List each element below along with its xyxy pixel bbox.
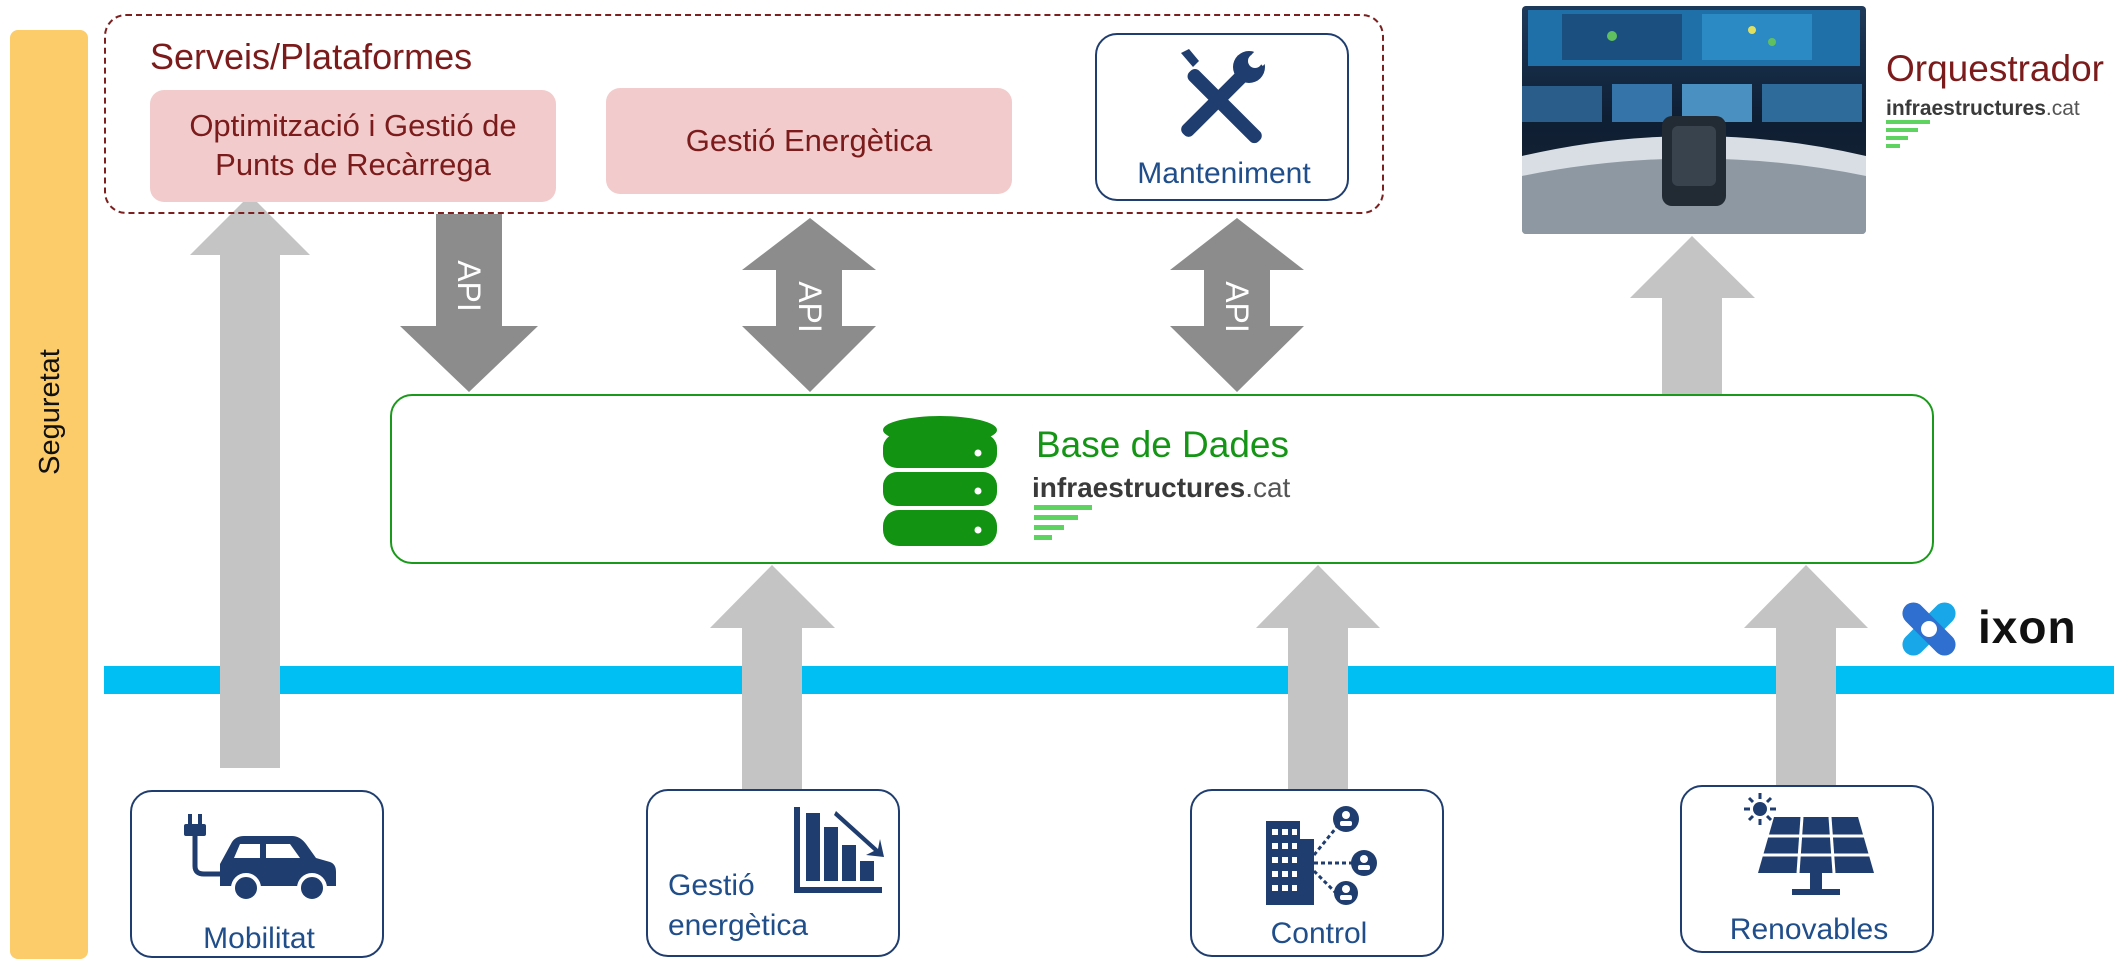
renewables-label: Renovables [1729, 913, 1889, 946]
orchestrator-brand: infraestructures.cat [1886, 97, 2080, 121]
maintenance-service[interactable]: Manteniment [1095, 33, 1349, 201]
energy-source-label-line2: energètica [668, 909, 809, 942]
renewables-source[interactable]: Renovables [1680, 785, 1934, 953]
security-bar [10, 30, 88, 959]
mobility-label: Mobilitat [203, 922, 315, 955]
optimization-service[interactable]: Optimització i Gestió de Punts de Recàrr… [150, 90, 556, 202]
services-title: Serveis/Plataformes [150, 36, 473, 77]
services-container [104, 14, 1384, 214]
energy-up-arrow [710, 565, 835, 790]
control-up-arrow [1256, 565, 1380, 790]
orchestrator-brand-suffix: .cat [2045, 97, 2080, 120]
mobility-source[interactable]: Mobilitat [130, 790, 384, 958]
orchestrator-brand-stripes-icon [1886, 120, 1932, 155]
api-label-1: API [451, 260, 487, 312]
database-title: Base de Dades [1036, 424, 1290, 465]
mobility-up-arrow [190, 195, 310, 768]
building-network-icon [1260, 805, 1380, 910]
control-source[interactable]: Control [1190, 789, 1444, 957]
database-icon [880, 414, 1000, 559]
solar-panel-icon [1742, 791, 1882, 908]
ixon-logo-icon [1894, 594, 1964, 669]
api-label-3: API [1219, 281, 1255, 333]
renewables-up-arrow [1744, 565, 1868, 790]
control-room-image [1522, 6, 1866, 234]
tools-icon [1169, 48, 1269, 154]
energy-chart-icon [794, 807, 884, 902]
electric-car-icon [180, 814, 340, 909]
energy-management-source[interactable]: Gestió energètica [646, 789, 900, 957]
database-brand-suffix: .cat [1245, 472, 1291, 503]
database-brand-stripes-icon [1034, 505, 1096, 550]
control-label: Control [1270, 917, 1368, 950]
api-down-arrow-1 [400, 214, 538, 392]
ixon-brand: ixon [1978, 601, 2077, 653]
orchestrator-title: Orquestrador [1886, 48, 2104, 89]
maintenance-label: Manteniment [1137, 157, 1311, 190]
orchestrator-brand-bold: infraestructures [1886, 97, 2046, 120]
api-double-arrow-3 [1170, 218, 1304, 392]
database-brand: infraestructures.cat [1032, 472, 1290, 504]
database-container [390, 394, 1934, 564]
api-double-arrow-2 [742, 218, 876, 392]
energy-management-service[interactable]: Gestió Energètica [606, 88, 1012, 194]
energy-source-label-line1: Gestió [668, 869, 755, 902]
orchestrator-up-arrow [1630, 236, 1755, 394]
api-label-2: API [792, 281, 828, 333]
database-brand-bold: infraestructures [1032, 472, 1246, 503]
